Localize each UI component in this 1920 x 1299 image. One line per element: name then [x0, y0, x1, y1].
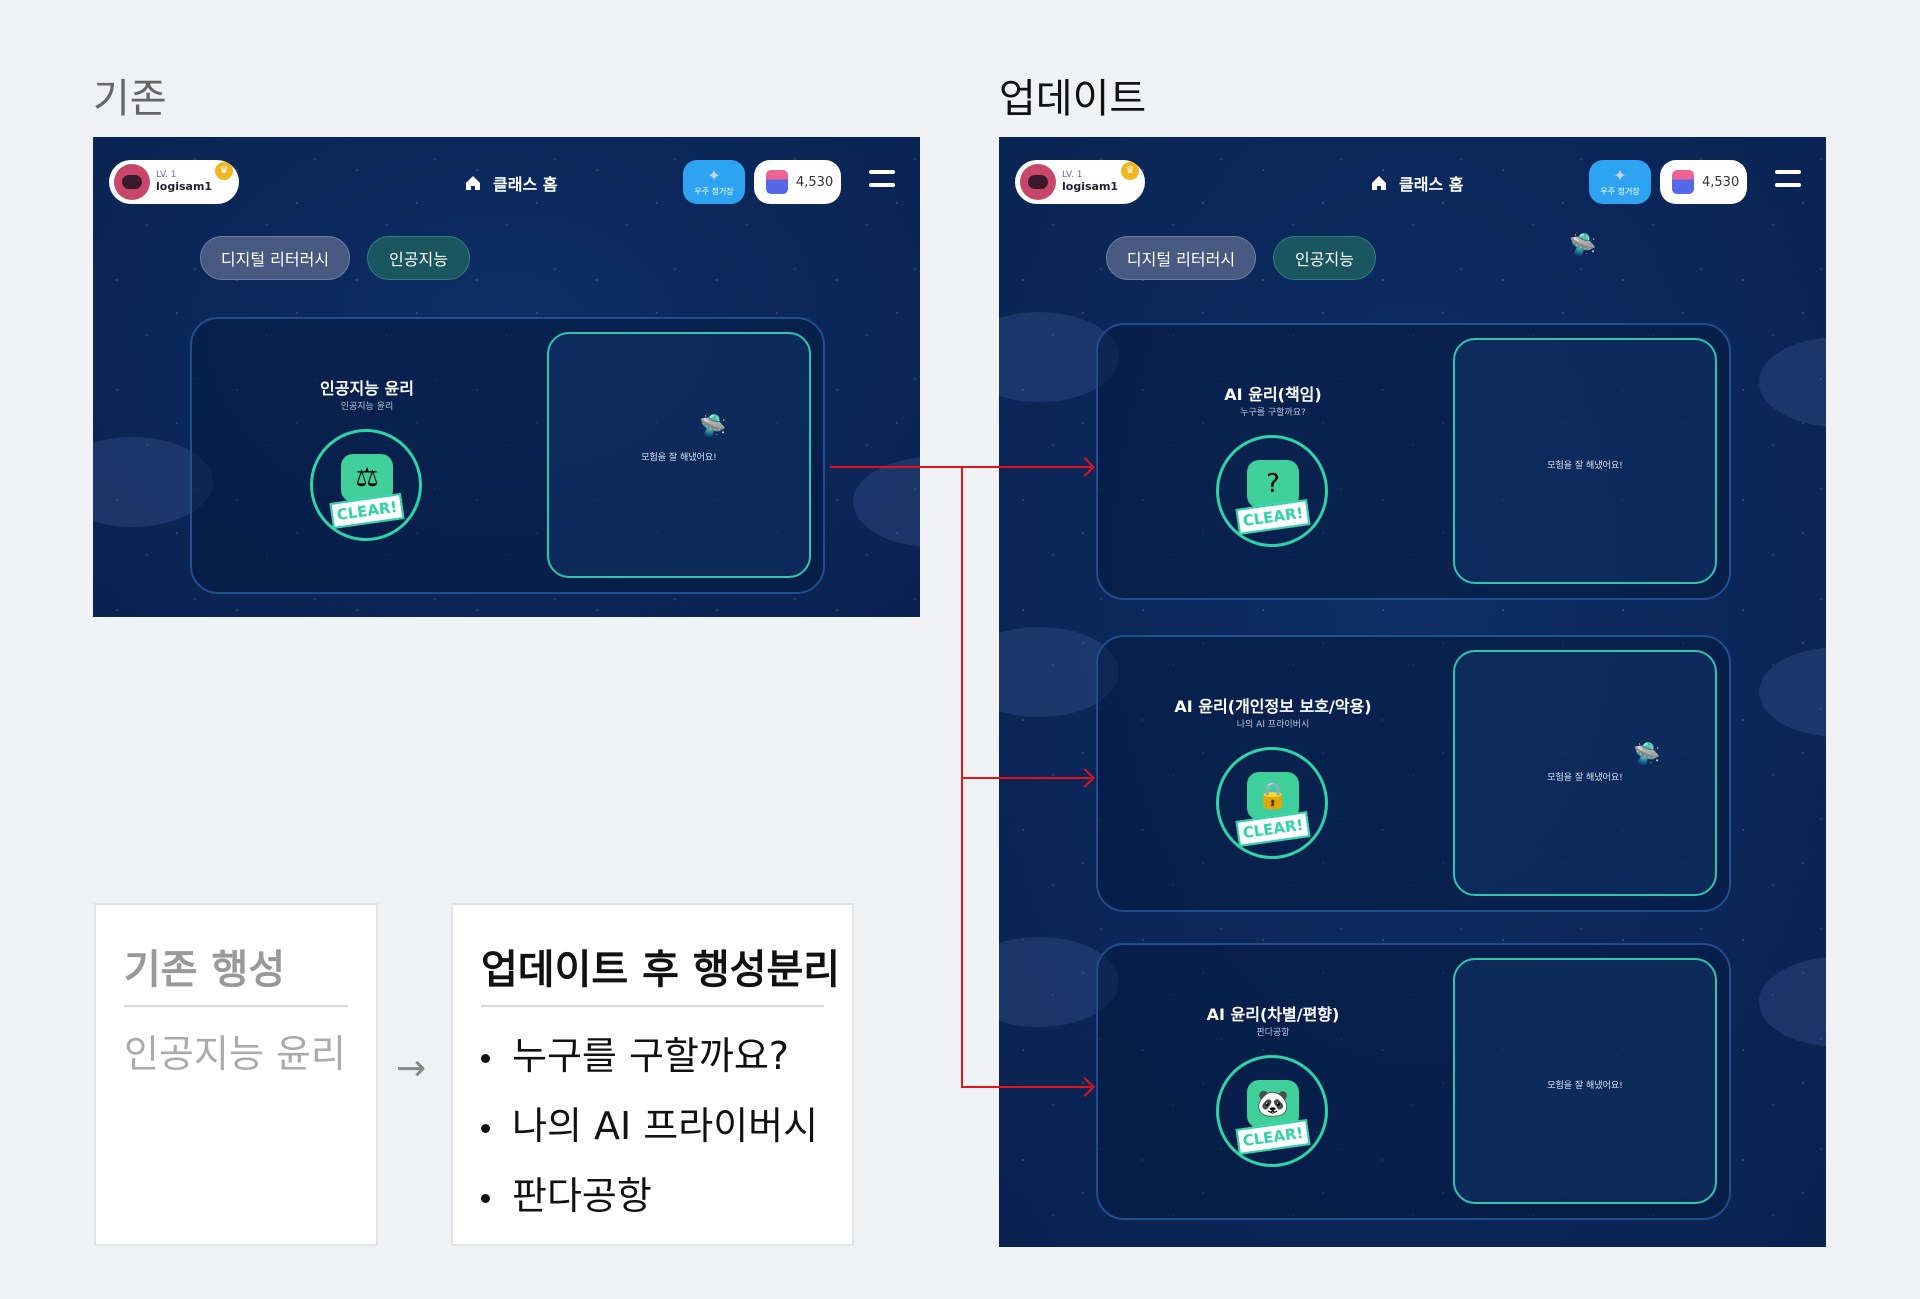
username: logisam1 [1062, 179, 1119, 193]
planet-card[interactable]: AI 윤리(책임) 누구를 구할까요? ?CLEAR! 모험을 잘 해냈어요! [1096, 323, 1731, 600]
result-message: 모험을 잘 해냈어요! [1547, 1081, 1623, 1091]
coin-counter[interactable]: 4,530 [754, 160, 841, 204]
divider [124, 1005, 348, 1007]
menu-icon[interactable] [1775, 170, 1801, 196]
clear-label: CLEAR! [1235, 1119, 1311, 1155]
list-item-label: 나의 AI 프라이버시 [512, 1104, 819, 1148]
connector-line [961, 466, 1091, 468]
home-icon [466, 176, 480, 190]
list-item: 판다공항 [481, 1165, 652, 1220]
connector-line [961, 1086, 1091, 1088]
before-heading: 기존 [93, 76, 167, 122]
result-message: 모험을 잘 해냈어요! [1547, 461, 1623, 471]
clear-badge: 🔒CLEAR! [1216, 747, 1328, 859]
space-station-label: 우주 정거장 [1600, 187, 1640, 196]
crown-icon: ♛ [215, 162, 233, 180]
ufo-icon: 🛸 [1569, 233, 1597, 258]
tab-ai[interactable]: 인공지능 [1273, 236, 1376, 280]
clear-badge: ?CLEAR! [1216, 435, 1328, 547]
coin-count: 4,530 [796, 174, 834, 190]
mascot-icon: ? [1247, 460, 1299, 508]
clear-label: CLEAR! [1235, 499, 1311, 535]
level-label: LV. 1 [1062, 170, 1083, 180]
planet-subtitle: 인공지능 윤리 [340, 402, 394, 412]
old-planet-item: 인공지능 윤리 [124, 1032, 346, 1076]
planet-card[interactable]: 인공지능 윤리 인공지능 윤리 ⚖CLEAR! 🛸 모험을 잘 해냈어요! [190, 317, 825, 594]
class-home-label: 클래스 홈 [1399, 175, 1464, 194]
planet-card[interactable]: AI 윤리(개인정보 보호/악용) 나의 AI 프라이버시 🔒CLEAR! 🛸 모… [1096, 635, 1731, 912]
planet-title: AI 윤리(차별/편향) [1206, 1005, 1340, 1024]
home-icon [1372, 176, 1386, 190]
username: logisam1 [156, 179, 213, 193]
tab-digital-literacy[interactable]: 디지털 리터러시 [1106, 236, 1256, 280]
planet-subtitle: 나의 AI 프라이버시 [1236, 720, 1310, 730]
mascot-icon: 🔒 [1247, 772, 1299, 820]
coin-count: 4,530 [1702, 174, 1740, 190]
old-planet-title: 기존 행성 [124, 947, 286, 993]
result-panel: 🛸 모험을 잘 해냈어요! [547, 332, 811, 578]
connector-line [830, 466, 962, 468]
result-message: 모험을 잘 해냈어요! [1547, 773, 1623, 783]
space-station-button[interactable]: ✦ 우주 정거장 [1589, 160, 1651, 204]
tab-digital-literacy[interactable]: 디지털 리터러시 [200, 236, 350, 280]
new-planet-box: 업데이트 후 행성분리 누구를 구할까요? 나의 AI 프라이버시 판다공항 [451, 903, 854, 1246]
level-label: LV. 1 [156, 170, 177, 180]
mascot-icon: ⚖ [341, 454, 393, 502]
arrow-right-icon: → [396, 1048, 427, 1089]
avatar [1020, 164, 1056, 200]
planet-card[interactable]: AI 윤리(차별/편향) 판다공항 🐼CLEAR! 모험을 잘 해냈어요! [1096, 943, 1731, 1220]
avatar [114, 164, 150, 200]
planet-subtitle: 판다공항 [1256, 1028, 1290, 1038]
list-item-label: 누구를 구할까요? [512, 1034, 789, 1078]
connector-line [961, 777, 1091, 779]
class-home-link[interactable]: 클래스 홈 [1371, 171, 1463, 195]
divider [481, 1005, 824, 1007]
shop-icon [766, 170, 788, 194]
list-item: 나의 AI 프라이버시 [481, 1095, 818, 1150]
tab-ai[interactable]: 인공지능 [367, 236, 470, 280]
clear-badge: ⚖CLEAR! [310, 429, 422, 541]
crown-icon: ♛ [1121, 162, 1139, 180]
panda-icon: 🐼 [1247, 1080, 1299, 1128]
planet-title: AI 윤리(책임) [1224, 385, 1322, 404]
space-station-icon: ✦ [707, 166, 721, 185]
space-station-icon: ✦ [1613, 166, 1627, 185]
ufo-icon: 🛸 [1633, 742, 1661, 767]
shop-icon [1672, 170, 1694, 194]
planet-title: AI 윤리(개인정보 보호/악용) [1174, 697, 1372, 716]
after-heading: 업데이트 [999, 76, 1147, 122]
space-station-button[interactable]: ✦ 우주 정거장 [683, 160, 745, 204]
result-panel: 모험을 잘 해냈어요! [1453, 958, 1717, 1204]
list-item: 누구를 구할까요? [481, 1025, 789, 1080]
result-message: 모험을 잘 해냈어요! [641, 453, 717, 463]
new-planet-title: 업데이트 후 행성분리 [481, 947, 841, 993]
clear-badge: 🐼CLEAR! [1216, 1055, 1328, 1167]
space-station-label: 우주 정거장 [694, 187, 734, 196]
result-panel: 🛸 모험을 잘 해냈어요! [1453, 650, 1717, 896]
list-item-label: 판다공항 [512, 1174, 652, 1218]
menu-icon[interactable] [869, 170, 895, 196]
ufo-icon: 🛸 [699, 414, 727, 439]
clear-label: CLEAR! [1235, 811, 1311, 847]
class-home-label: 클래스 홈 [493, 175, 558, 194]
old-planet-box: 기존 행성 인공지능 윤리 [94, 903, 378, 1246]
coin-counter[interactable]: 4,530 [1660, 160, 1747, 204]
planet-subtitle: 누구를 구할까요? [1240, 408, 1306, 418]
planet-title: 인공지능 윤리 [320, 379, 414, 398]
result-panel: 모험을 잘 해냈어요! [1453, 338, 1717, 584]
class-home-link[interactable]: 클래스 홈 [465, 171, 557, 195]
clear-label: CLEAR! [329, 493, 405, 529]
